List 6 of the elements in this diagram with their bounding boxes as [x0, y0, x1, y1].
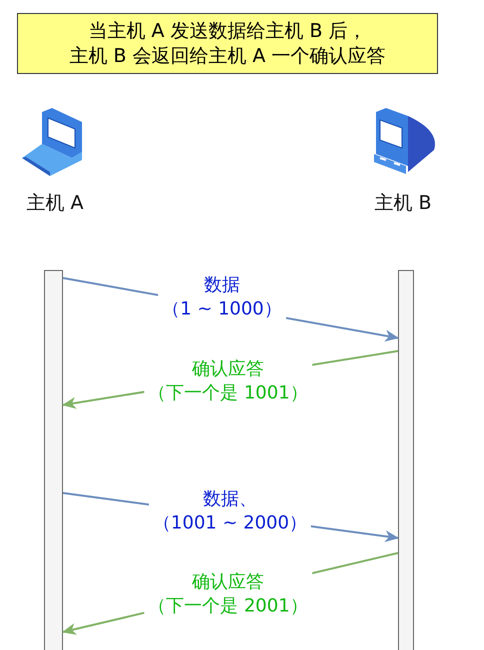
lifeline-bar	[44, 270, 63, 650]
host-label: 主机 A	[26, 191, 84, 216]
host-label: 主机 B	[374, 191, 432, 216]
note-text: 当主机 A 发送数据给主机 B 后，主机 B 会返回给主机 A 一个确认应答	[69, 18, 386, 68]
note-box	[17, 13, 438, 74]
lifeline-bar	[398, 270, 414, 650]
